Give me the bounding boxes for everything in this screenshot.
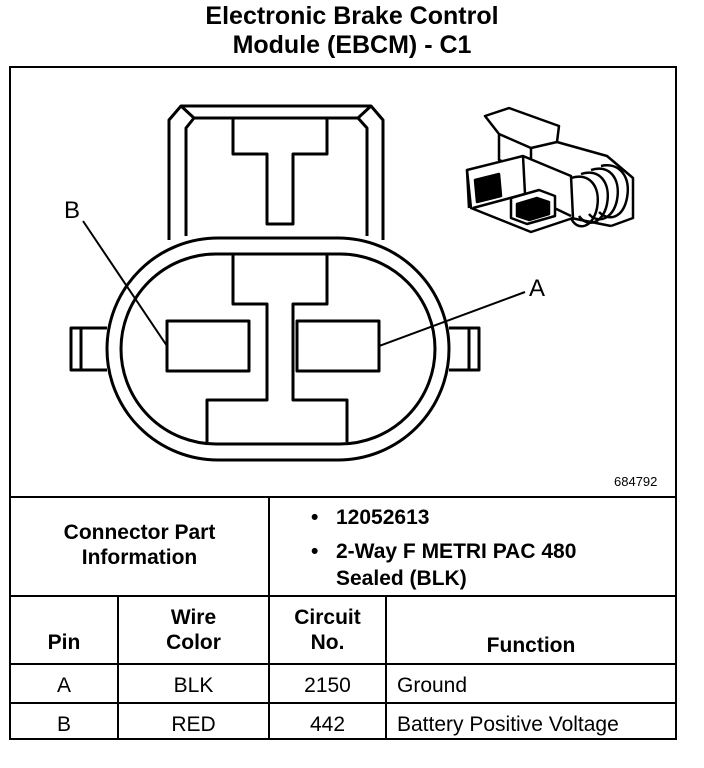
connector-diagram: B A 684792: [11, 68, 675, 496]
side-tab-right: [449, 326, 481, 372]
header-circuit-no: Circuit No.: [270, 605, 385, 655]
connector-face-drawing: [69, 104, 635, 462]
color-column-divider: [268, 595, 270, 740]
connector-info-heading: Connector Part Information: [11, 520, 268, 570]
title-line-1: Electronic Brake Control: [205, 2, 499, 30]
row-a-wire-color: BLK: [173, 674, 214, 697]
cavity-a-label: A: [529, 275, 546, 302]
header-wire-color-line-1: Wire: [170, 606, 217, 629]
title-line-2: Module (EBCM) - C1: [232, 31, 472, 59]
connector-3d-illustration: [465, 106, 635, 234]
circuit-column-divider: [385, 595, 387, 740]
connector-outer-shell: [105, 236, 451, 462]
latch-housing: [167, 104, 385, 240]
cavity-a: [295, 319, 381, 373]
header-wire-color: Wire Color: [119, 605, 268, 655]
part-number: 12052613: [336, 506, 430, 529]
row-a-pin: A: [56, 674, 71, 697]
row-divider: [11, 702, 675, 704]
connector-info-heading-line-2: Information: [81, 546, 198, 569]
diagram-divider: [11, 496, 675, 498]
row-b-function: Battery Positive Voltage: [397, 713, 619, 736]
pin-column-divider: [117, 595, 119, 740]
latch-bevel: [179, 104, 373, 120]
row-b-pin: B: [56, 713, 71, 736]
header-divider: [11, 663, 675, 665]
latch-t-slot: [231, 118, 329, 226]
row-b-circuit: 442: [309, 713, 346, 736]
connector-type-line-2: Sealed (BLK): [336, 567, 467, 590]
connector-type-line-1: 2-Way F METRI PAC 480: [336, 540, 577, 563]
header-circuit-line-2: No.: [310, 631, 345, 654]
center-divider: [205, 254, 349, 442]
row-a-function: Ground: [397, 674, 468, 697]
part-number-bullet: •: [311, 506, 319, 529]
info-divider: [11, 595, 675, 597]
connector-sheet: B A 684792 Connector Part Information • …: [9, 66, 677, 740]
figure-code: 684792: [614, 474, 658, 489]
connector-type-bullet: •: [311, 540, 319, 563]
leader-line-a: [378, 291, 526, 347]
header-wire-color-line-2: Color: [166, 631, 221, 654]
connector-info-heading-line-1: Connector Part: [63, 521, 216, 544]
side-tab-left: [69, 326, 107, 372]
header-pin: Pin: [47, 631, 81, 654]
leader-line-b: [82, 220, 168, 347]
page-title: Electronic Brake Control Module (EBCM) -…: [0, 2, 704, 60]
row-a-circuit: 2150: [304, 674, 351, 697]
header-circuit-line-1: Circuit: [294, 606, 361, 629]
connector-inner-shell: [119, 252, 437, 446]
header-function: Function: [486, 634, 576, 657]
info-column-divider: [268, 496, 270, 595]
cavity-b-label: B: [64, 197, 81, 224]
row-b-wire-color: RED: [171, 713, 216, 736]
cavity-b: [165, 319, 251, 373]
latch-inner: [184, 116, 369, 236]
